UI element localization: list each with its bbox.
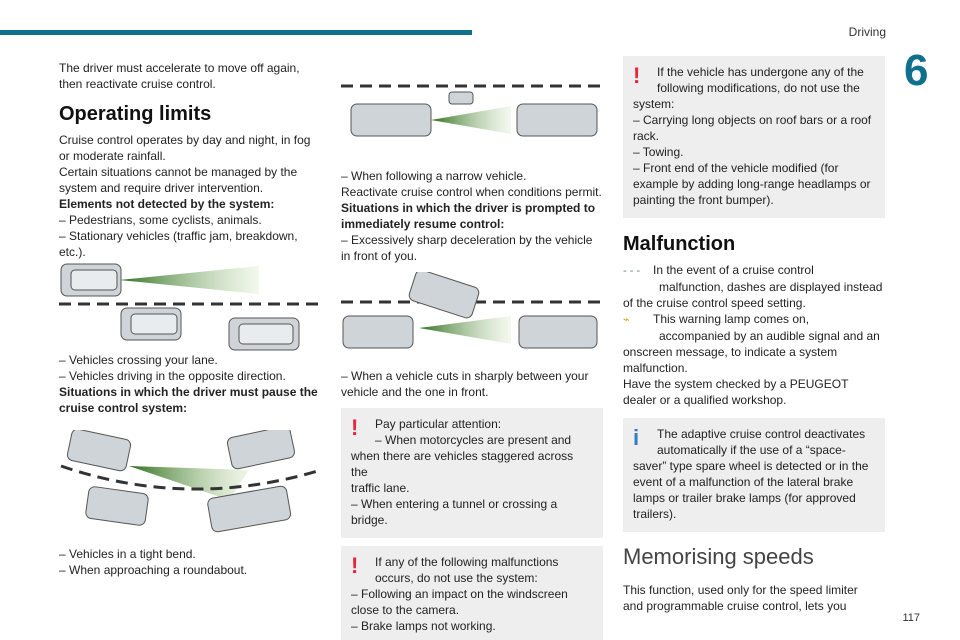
illustration-narrow-vehicle [341, 84, 603, 137]
warning-box-malfunctions: ! If any of the following malfunctions o… [341, 546, 603, 640]
chapter-number: 6 [904, 46, 929, 95]
heading-operating-limits: Operating limits [59, 103, 212, 125]
heading-malfunction: Malfunction [623, 233, 736, 255]
column-3: ! If the vehicle has undergone any of th… [623, 56, 885, 614]
column-2: – When following a narrow vehicle. React… [341, 60, 603, 640]
illustration-stationary-vehicles [59, 263, 321, 351]
heading-memorising-speeds: Memorising speeds [623, 544, 814, 569]
speedometer-dashes-icon: - - - [623, 265, 641, 277]
header-bar [0, 30, 472, 35]
warning-icon: ! [351, 553, 359, 578]
cruise-warning-lamp-icon: ⌁ [623, 314, 630, 326]
illustration-cut-in-vehicle [341, 272, 603, 349]
info-box-spare-wheel: i The adaptive cruise control deactivate… [623, 418, 885, 532]
section-title: Driving [848, 25, 886, 39]
warning-box-attention: ! Pay particular attention: – When motor… [341, 408, 603, 538]
page-number: 117 [902, 612, 920, 624]
column-1: The driver must accelerate to move off a… [59, 60, 321, 578]
info-icon: i [633, 425, 640, 450]
warning-box-modifications: ! If the vehicle has undergone any of th… [623, 56, 885, 218]
illustration-tight-bend [60, 430, 321, 533]
warning-icon: ! [351, 415, 359, 440]
warning-icon: ! [633, 63, 641, 88]
